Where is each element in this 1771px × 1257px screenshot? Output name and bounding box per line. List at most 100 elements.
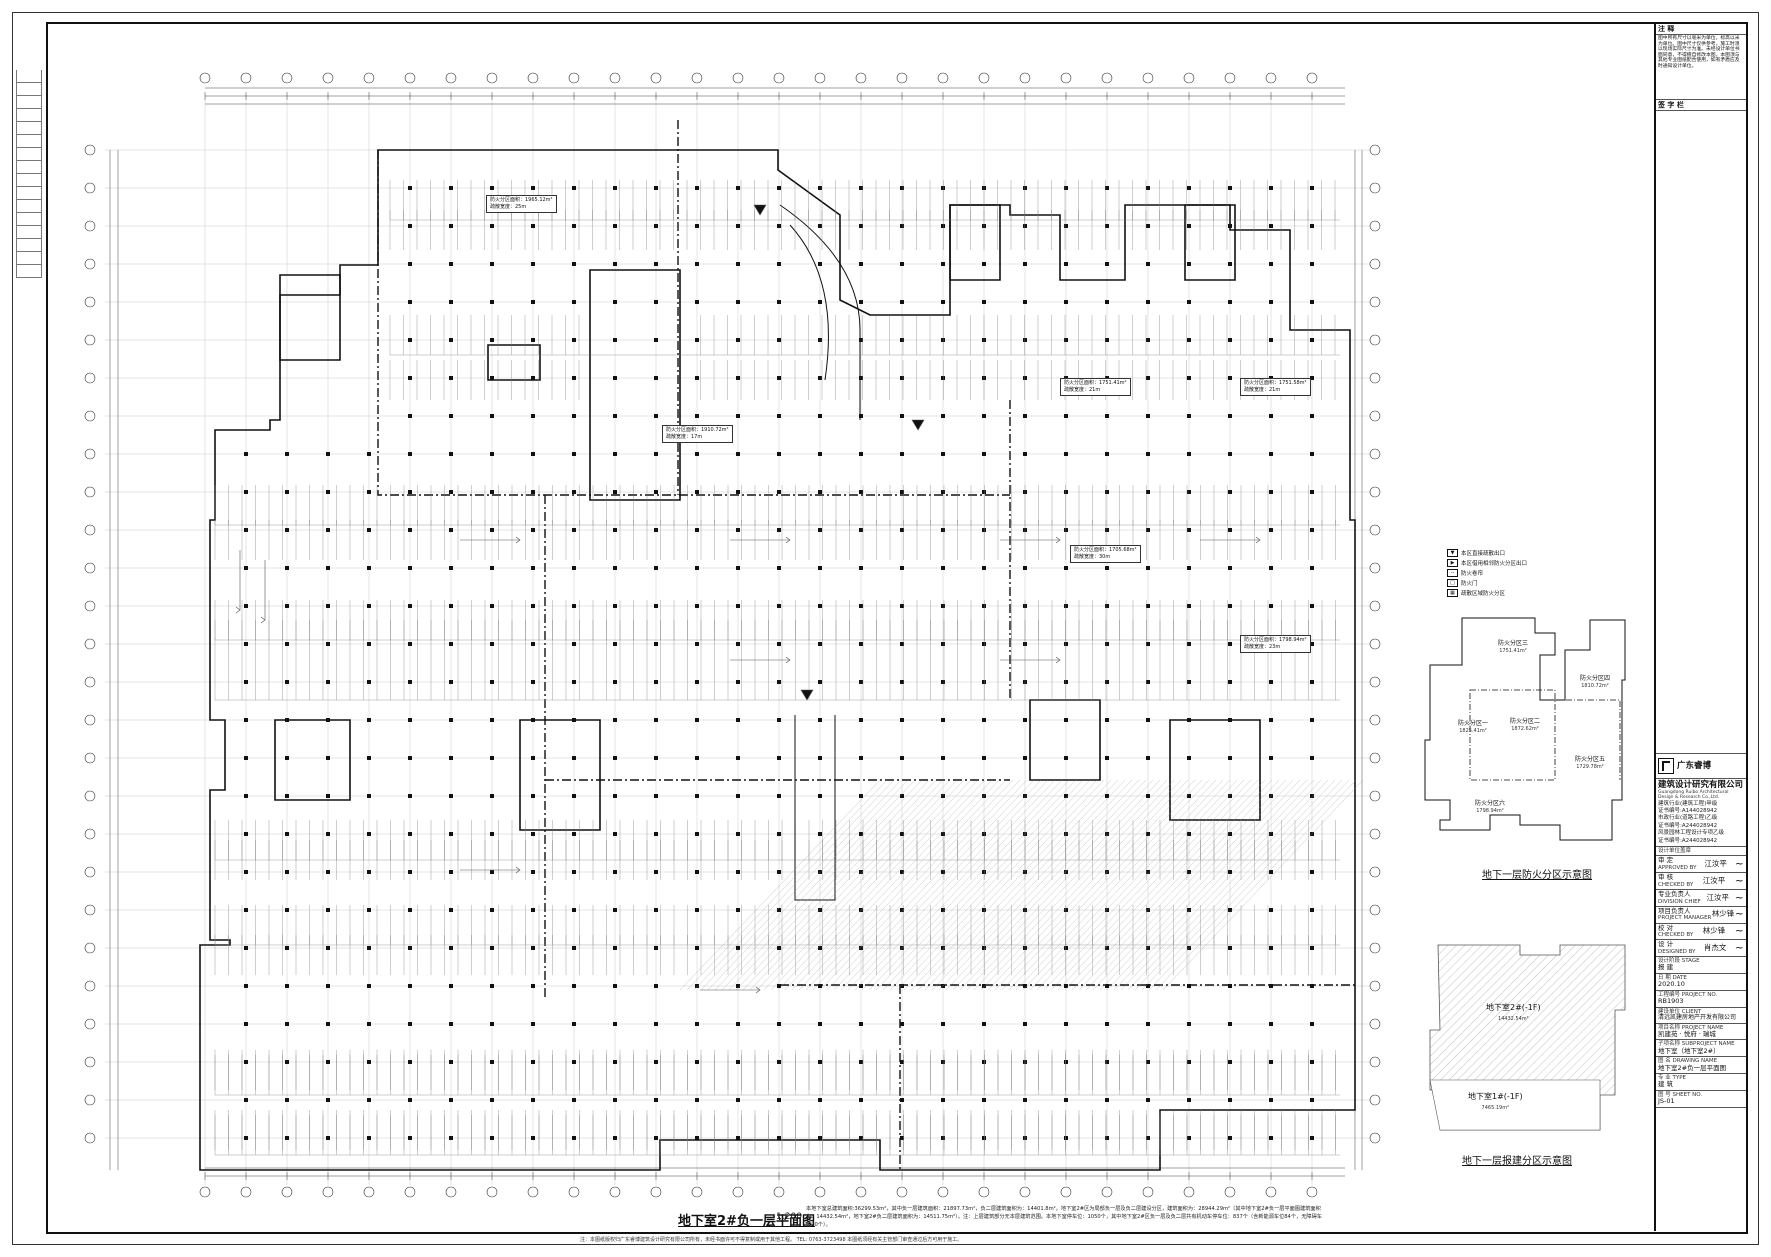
column — [326, 946, 330, 950]
column — [1064, 528, 1068, 532]
column — [1105, 870, 1109, 874]
column — [859, 1060, 863, 1064]
column — [531, 832, 535, 836]
column — [695, 984, 699, 988]
column — [695, 604, 699, 608]
axis-bubble-right — [1369, 600, 1381, 612]
column — [777, 1098, 781, 1102]
column — [1310, 1136, 1314, 1140]
legend-symbol-icon: ▦ — [1447, 589, 1458, 597]
column — [613, 376, 617, 380]
column — [777, 490, 781, 494]
column — [1310, 794, 1314, 798]
zone-plate-label: 防火分区面积：1965.12m² — [490, 197, 553, 203]
column — [1187, 680, 1191, 684]
column — [1269, 984, 1273, 988]
column — [408, 300, 412, 304]
hatch-line — [910, 779, 1112, 991]
column — [654, 1136, 658, 1140]
column — [367, 718, 371, 722]
axis-bubble-top — [445, 72, 457, 84]
column — [982, 300, 986, 304]
column — [982, 490, 986, 494]
column — [900, 680, 904, 684]
column — [285, 528, 289, 532]
column — [1310, 870, 1314, 874]
hatch-line — [728, 779, 930, 991]
column — [1146, 338, 1150, 342]
column — [1023, 756, 1027, 760]
hatch-line — [1120, 779, 1322, 991]
revision-strip — [16, 70, 42, 320]
hatch-line — [938, 779, 1140, 991]
arrow-head-icon — [260, 616, 266, 624]
column — [1310, 262, 1314, 266]
stamp-heading: 签 字 栏 — [1656, 100, 1746, 112]
column — [367, 452, 371, 456]
column — [490, 414, 494, 418]
column — [1105, 300, 1109, 304]
hatch-line — [1085, 779, 1287, 991]
column — [1310, 604, 1314, 608]
column — [982, 794, 986, 798]
axis-bubble-right — [1369, 1132, 1381, 1144]
column — [982, 642, 986, 646]
company-name-full: 建筑设计研究有限公司 — [1658, 780, 1744, 791]
column — [941, 528, 945, 532]
column — [531, 262, 535, 266]
axis-bubble-top — [1101, 72, 1113, 84]
column — [1146, 756, 1150, 760]
column — [900, 832, 904, 836]
column — [1187, 414, 1191, 418]
column — [285, 908, 289, 912]
certificate-line: 证书编号:A244028942 — [1658, 822, 1718, 829]
column — [777, 300, 781, 304]
column — [777, 414, 781, 418]
column — [531, 376, 535, 380]
column — [1023, 224, 1027, 228]
column — [490, 528, 494, 532]
column — [1187, 452, 1191, 456]
role-name: 江汝平 — [1706, 892, 1730, 902]
hatch-line — [994, 779, 1196, 991]
axis-bubble-top — [937, 72, 949, 84]
column — [777, 452, 781, 456]
hatch-line — [1050, 779, 1252, 991]
column — [613, 1098, 617, 1102]
column — [900, 1136, 904, 1140]
column — [736, 452, 740, 456]
axis-bubble-bottom — [404, 1186, 416, 1198]
certificate-line: 风景园林工程设计专项乙级 — [1658, 830, 1725, 837]
role-name: 江汝平 — [1702, 875, 1726, 885]
arrow-head-icon — [1055, 536, 1061, 544]
column — [982, 1060, 986, 1064]
inset2-caption: 地下一层报建分区示意图 — [1462, 1156, 1572, 1167]
column — [1146, 794, 1150, 798]
legend-label: 防火卷帘 — [1461, 571, 1484, 577]
column — [1023, 794, 1027, 798]
column — [1269, 528, 1273, 532]
core-right-a — [949, 204, 1001, 281]
column — [1228, 680, 1232, 684]
column — [1105, 490, 1109, 494]
column — [695, 718, 699, 722]
axis-bubble-right — [1369, 296, 1381, 308]
axis-bubble-left — [84, 524, 96, 536]
column — [408, 1060, 412, 1064]
column — [1064, 490, 1068, 494]
column — [613, 794, 617, 798]
column — [572, 376, 576, 380]
column — [1105, 1136, 1109, 1140]
hatch-line — [1071, 779, 1273, 991]
column — [408, 680, 412, 684]
column — [244, 908, 248, 912]
column — [1064, 338, 1068, 342]
column — [818, 908, 822, 912]
column — [490, 338, 494, 342]
hatch-line — [700, 779, 902, 991]
column — [818, 642, 822, 646]
column — [1064, 1098, 1068, 1102]
